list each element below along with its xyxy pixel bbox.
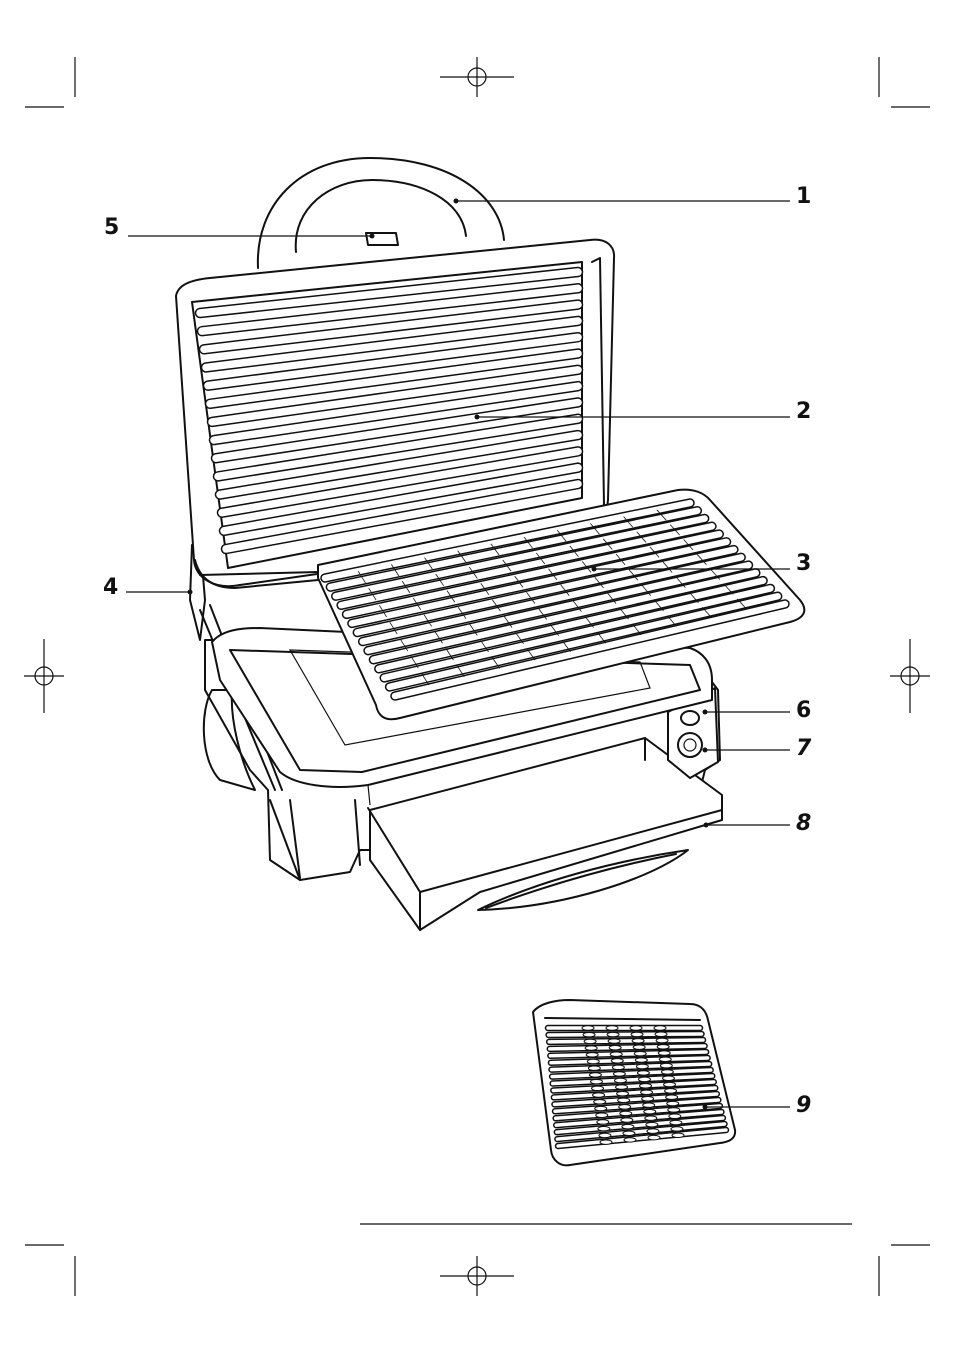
waffle-hole: [658, 1051, 670, 1055]
waffle-hole: [588, 1066, 600, 1070]
waffle-hole: [641, 1090, 653, 1094]
waffle-hole: [661, 1070, 673, 1074]
waffle-hole: [660, 1063, 672, 1067]
waffle-hole: [614, 1078, 626, 1082]
waffle-hole: [613, 1072, 625, 1076]
waffle-hole: [635, 1058, 647, 1062]
waffle-hole: [664, 1082, 676, 1086]
waffle-hole: [646, 1122, 658, 1126]
waffle-hole: [617, 1091, 629, 1095]
waffle-hole: [645, 1116, 657, 1120]
waffle-hole: [619, 1105, 631, 1109]
waffle-hole: [600, 1140, 612, 1144]
waffle-hole: [644, 1109, 656, 1113]
waffle-hole: [609, 1045, 621, 1049]
waffle-hole: [668, 1108, 680, 1112]
waffle-hole: [636, 1064, 648, 1068]
waffle-hole: [670, 1120, 682, 1124]
waffle-hole: [622, 1124, 634, 1128]
waffle-hole: [584, 1039, 596, 1043]
waffle-hole: [598, 1127, 610, 1131]
waffle-hole: [624, 1138, 636, 1142]
callout-5: 5: [104, 215, 375, 240]
waffle-hole: [662, 1076, 674, 1080]
callout-label-4: 4: [103, 575, 118, 600]
waffle-hole: [589, 1073, 601, 1077]
waffle-hole: [632, 1039, 644, 1043]
waffle-hole: [665, 1089, 677, 1093]
waffle-hole: [657, 1045, 669, 1049]
callout-label-9: 9: [796, 1093, 811, 1118]
waffle-hole: [599, 1133, 611, 1137]
waffle-hole: [659, 1057, 671, 1061]
waffle-hole: [583, 1032, 595, 1036]
waffle-hole: [647, 1129, 659, 1133]
waffle-hole: [607, 1032, 619, 1036]
waffle-hole: [631, 1032, 643, 1036]
callout-1: 1: [454, 184, 812, 209]
waffle-hole: [643, 1103, 655, 1107]
waffle-hole: [621, 1118, 633, 1122]
waffle-hole: [593, 1093, 605, 1097]
callout-label-5: 5: [104, 215, 119, 240]
callout-4: 4: [103, 575, 193, 600]
waffle-hole: [669, 1114, 681, 1118]
waffle-hole: [633, 1045, 645, 1049]
waffle-hole: [623, 1131, 635, 1135]
callout-label-2: 2: [796, 399, 811, 424]
waffle-plate-illustration: [533, 1000, 735, 1165]
waffle-hole: [587, 1059, 599, 1063]
waffle-hole: [585, 1046, 597, 1050]
waffle-hole: [672, 1133, 684, 1137]
waffle-hole: [648, 1135, 660, 1139]
waffle-hole: [606, 1026, 618, 1030]
callout-label-6: 6: [796, 698, 811, 723]
waffle-hole: [620, 1111, 632, 1115]
waffle-hole: [608, 1039, 620, 1043]
grill-illustration: [176, 158, 804, 930]
waffle-hole: [618, 1098, 630, 1102]
waffle-hole: [667, 1101, 679, 1105]
callout-label-3: 3: [796, 551, 811, 576]
waffle-hole: [610, 1052, 622, 1056]
waffle-hole: [666, 1095, 678, 1099]
waffle-hole: [595, 1106, 607, 1110]
waffle-hole: [612, 1065, 624, 1069]
waffle-hole: [640, 1084, 652, 1088]
waffle-hole: [642, 1097, 654, 1101]
waffle-hole: [634, 1051, 646, 1055]
waffle-hole: [655, 1032, 667, 1036]
waffle-hole: [590, 1079, 602, 1083]
waffle-hole: [671, 1127, 683, 1131]
callout-label-8: 8: [796, 811, 811, 836]
waffle-hole: [586, 1053, 598, 1057]
callout-label-7: 7: [796, 736, 812, 761]
waffle-rib: [546, 1032, 704, 1038]
waffle-plate-ribs: [546, 1026, 729, 1149]
callout-label-1: 1: [796, 184, 811, 209]
waffle-hole: [582, 1026, 594, 1030]
waffle-hole: [596, 1113, 608, 1117]
waffle-hole: [592, 1086, 604, 1090]
waffle-hole: [656, 1038, 668, 1042]
waffle-rib: [546, 1026, 703, 1031]
waffle-hole: [630, 1026, 642, 1030]
waffle-hole: [611, 1059, 623, 1063]
waffle-hole: [637, 1071, 649, 1075]
waffle-hole: [594, 1100, 606, 1104]
waffle-hole: [654, 1026, 666, 1030]
waffle-hole: [597, 1120, 609, 1124]
waffle-hole: [638, 1077, 650, 1081]
waffle-hole: [616, 1085, 628, 1089]
